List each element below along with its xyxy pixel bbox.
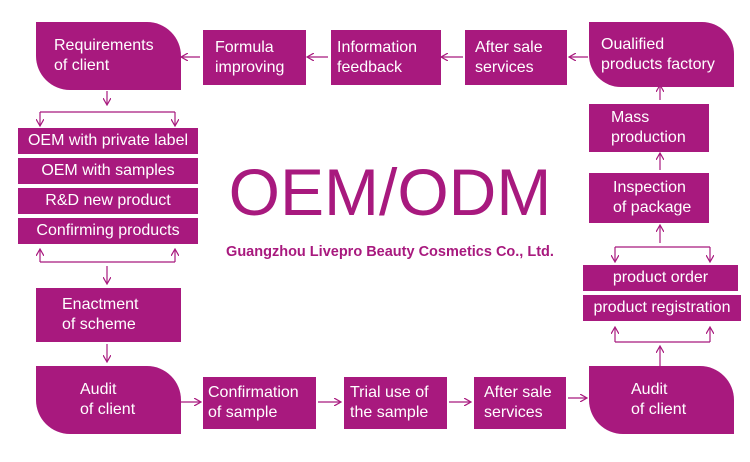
confirmation-of-sample-label: Confirmation of sample [208,384,299,421]
formula-improving-box: Formula improving [203,30,306,85]
option-confirming-products: Confirming products [18,218,198,244]
audit-of-client-left-label: Audit of client [80,381,136,418]
mass-production-box: Mass production [589,104,709,152]
confirmation-of-sample-box: Confirmation of sample [203,377,316,429]
audit-of-client-right-label: Audit of client [631,381,687,418]
option-oem-private-label: OEM with private label [18,128,198,154]
product-registration-bar: product registration [583,295,741,321]
qualified-products-factory-label: Oualified products factory [601,35,715,73]
product-order-text: product order [612,269,709,286]
page-title: OEM/ODM [228,155,552,229]
audit-of-client-right-box: Audit of client [589,366,734,434]
mass-production-label: Mass production [611,109,686,146]
after-sale-services-top-label: After sale services [475,38,543,76]
product-order-bar: product order [583,265,738,291]
company-name: Guangzhou Livepro Beauty Cosmetics Co., … [226,244,554,260]
option-oem-private-label-text: OEM with private label [27,132,189,149]
information-feedback-box: Information feedback [331,30,441,85]
formula-improving-label: Formula improving [215,38,285,76]
inspection-of-package-label: Inspection of package [613,179,692,216]
enactment-of-scheme-label: Enactment of scheme [62,296,139,333]
qualified-products-factory-box: Oualified products factory [589,22,734,87]
after-sale-services-top-box: After sale services [465,30,567,85]
after-sale-services-bottom-label: After sale services [484,384,552,421]
option-rd-new-product-text: R&D new product [45,192,171,209]
product-registration-text: product registration [593,299,731,316]
audit-of-client-left-box: Audit of client [36,366,181,434]
option-oem-samples-text: OEM with samples [41,162,175,179]
trial-use-box: Trial use of the sample [344,377,447,429]
enactment-of-scheme-box: Enactment of scheme [36,288,181,342]
option-rd-new-product: R&D new product [18,188,198,214]
requirements-of-client-box: Requirements of client [36,22,181,90]
inspection-of-package-box: Inspection of package [589,173,709,223]
option-confirming-products-text: Confirming products [36,222,180,239]
trial-use-label: Trial use of the sample [350,384,429,421]
option-oem-samples: OEM with samples [18,158,198,184]
after-sale-services-bottom-box: After sale services [474,377,566,429]
requirements-of-client-label: Requirements of client [54,37,154,74]
information-feedback-label: Information feedback [337,38,418,76]
